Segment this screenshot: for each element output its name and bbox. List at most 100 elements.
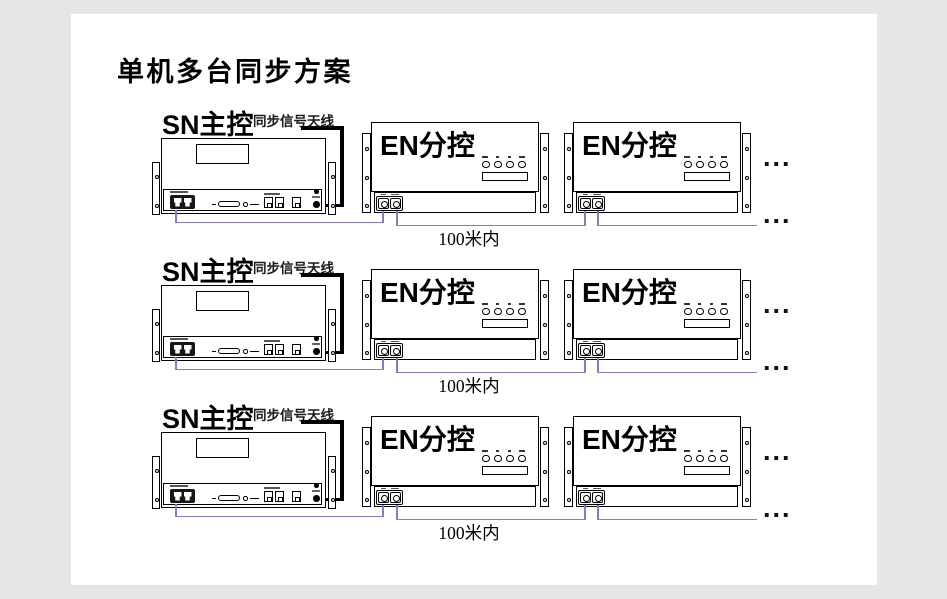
screw-icon bbox=[330, 351, 335, 355]
screw-icon bbox=[154, 351, 159, 355]
mounting-bracket bbox=[152, 456, 160, 509]
sync-wire bbox=[396, 224, 585, 227]
mounting-bracket bbox=[152, 309, 160, 362]
antenna-port-label bbox=[312, 490, 320, 492]
device-body bbox=[161, 138, 326, 214]
antenna-label: 同步信号天线 bbox=[253, 261, 334, 276]
button-icon bbox=[684, 454, 692, 462]
port-panel bbox=[374, 192, 536, 213]
port-label-marks bbox=[170, 191, 188, 193]
button-label-mark bbox=[698, 156, 701, 158]
device-body: EN分控 bbox=[371, 269, 539, 339]
en-slave-device-1: EN分控 bbox=[362, 122, 549, 213]
display-window bbox=[684, 466, 730, 475]
mounting-bracket bbox=[540, 280, 549, 360]
antenna-jack-icon bbox=[313, 495, 320, 502]
screw-icon bbox=[364, 294, 369, 298]
screw-icon bbox=[566, 204, 571, 208]
sync-output-ports bbox=[170, 342, 195, 356]
mounting-bracket bbox=[540, 427, 549, 507]
antenna-connector-icon bbox=[314, 189, 319, 194]
screw-icon bbox=[744, 176, 749, 180]
signal-out-port bbox=[592, 491, 603, 503]
button-label-mark bbox=[482, 303, 488, 305]
sync-wire bbox=[382, 211, 384, 223]
master-label: SN主控 bbox=[162, 257, 254, 287]
signal-ports bbox=[578, 489, 605, 505]
antenna-port-label bbox=[312, 196, 320, 198]
sync-wire bbox=[584, 211, 586, 226]
device-body: EN分控 bbox=[371, 122, 539, 192]
screw-icon bbox=[330, 175, 335, 179]
port-panel bbox=[576, 192, 738, 213]
rj45-port-icon bbox=[264, 344, 273, 355]
port-panel bbox=[163, 483, 322, 505]
button-icon bbox=[720, 160, 728, 168]
mounting-bracket bbox=[742, 427, 751, 507]
plug-icon bbox=[183, 197, 192, 207]
sn-master-device bbox=[152, 432, 336, 510]
antenna-connector-icon bbox=[314, 336, 319, 341]
button-icon bbox=[518, 160, 526, 168]
mounting-bracket bbox=[362, 133, 371, 213]
button-label-mark bbox=[684, 303, 690, 305]
sync-group-row: SN主控 同步信号天线 bbox=[71, 394, 877, 543]
sync-output-ports bbox=[170, 195, 195, 209]
port-panel bbox=[374, 339, 536, 360]
sync-wire bbox=[382, 505, 384, 517]
slave-label: EN分控 bbox=[582, 130, 677, 161]
sync-wire bbox=[175, 504, 177, 517]
button-icon bbox=[494, 160, 502, 168]
more-wire-ellipsis: ... bbox=[763, 493, 792, 523]
slave-label: EN分控 bbox=[380, 424, 475, 455]
button-label-mark bbox=[721, 450, 727, 452]
screw-icon bbox=[566, 351, 571, 355]
port-label-marks bbox=[583, 193, 588, 195]
port-panel bbox=[163, 189, 322, 211]
display-window bbox=[684, 172, 730, 181]
screw-icon bbox=[744, 498, 749, 502]
screw-icon bbox=[542, 294, 547, 298]
screw-icon bbox=[566, 176, 571, 180]
screw-icon bbox=[364, 147, 369, 151]
sync-wire bbox=[175, 221, 383, 224]
display-window bbox=[482, 172, 528, 181]
sync-wire bbox=[396, 358, 398, 373]
port-panel bbox=[576, 486, 738, 507]
port-panel bbox=[374, 486, 536, 507]
serial-port-icon bbox=[212, 200, 264, 209]
button-icon bbox=[506, 307, 514, 315]
screw-icon bbox=[744, 204, 749, 208]
port-label-marks bbox=[170, 338, 188, 340]
screw-icon bbox=[566, 323, 571, 327]
button-label-mark bbox=[684, 156, 690, 158]
button-label-mark bbox=[482, 450, 488, 452]
master-label: SN主控 bbox=[162, 404, 254, 434]
button-icon bbox=[696, 160, 704, 168]
signal-in-port bbox=[378, 491, 389, 503]
mounting-bracket bbox=[564, 280, 573, 360]
button-icon bbox=[708, 307, 716, 315]
screw-icon bbox=[154, 498, 159, 502]
sync-output-ports bbox=[170, 489, 195, 503]
serial-port-icon bbox=[212, 347, 264, 356]
mounting-bracket bbox=[328, 162, 336, 215]
lcd-screen bbox=[196, 144, 249, 164]
port-label-marks bbox=[583, 487, 588, 489]
mounting-bracket bbox=[564, 427, 573, 507]
serial-port-icon bbox=[212, 494, 264, 503]
button-label-mark bbox=[482, 156, 488, 158]
screw-icon bbox=[542, 441, 547, 445]
screw-icon bbox=[566, 470, 571, 474]
button-label-mark bbox=[508, 303, 511, 305]
antenna-cable bbox=[340, 273, 344, 354]
plug-icon bbox=[173, 491, 182, 501]
screw-icon bbox=[364, 498, 369, 502]
button-label-mark bbox=[496, 450, 499, 452]
port-label-marks bbox=[391, 340, 399, 342]
sync-wire bbox=[382, 358, 384, 370]
button-label-mark bbox=[721, 156, 727, 158]
rj45-port-icon bbox=[275, 344, 284, 355]
sync-wire bbox=[597, 505, 599, 520]
port-label-marks bbox=[381, 193, 386, 195]
